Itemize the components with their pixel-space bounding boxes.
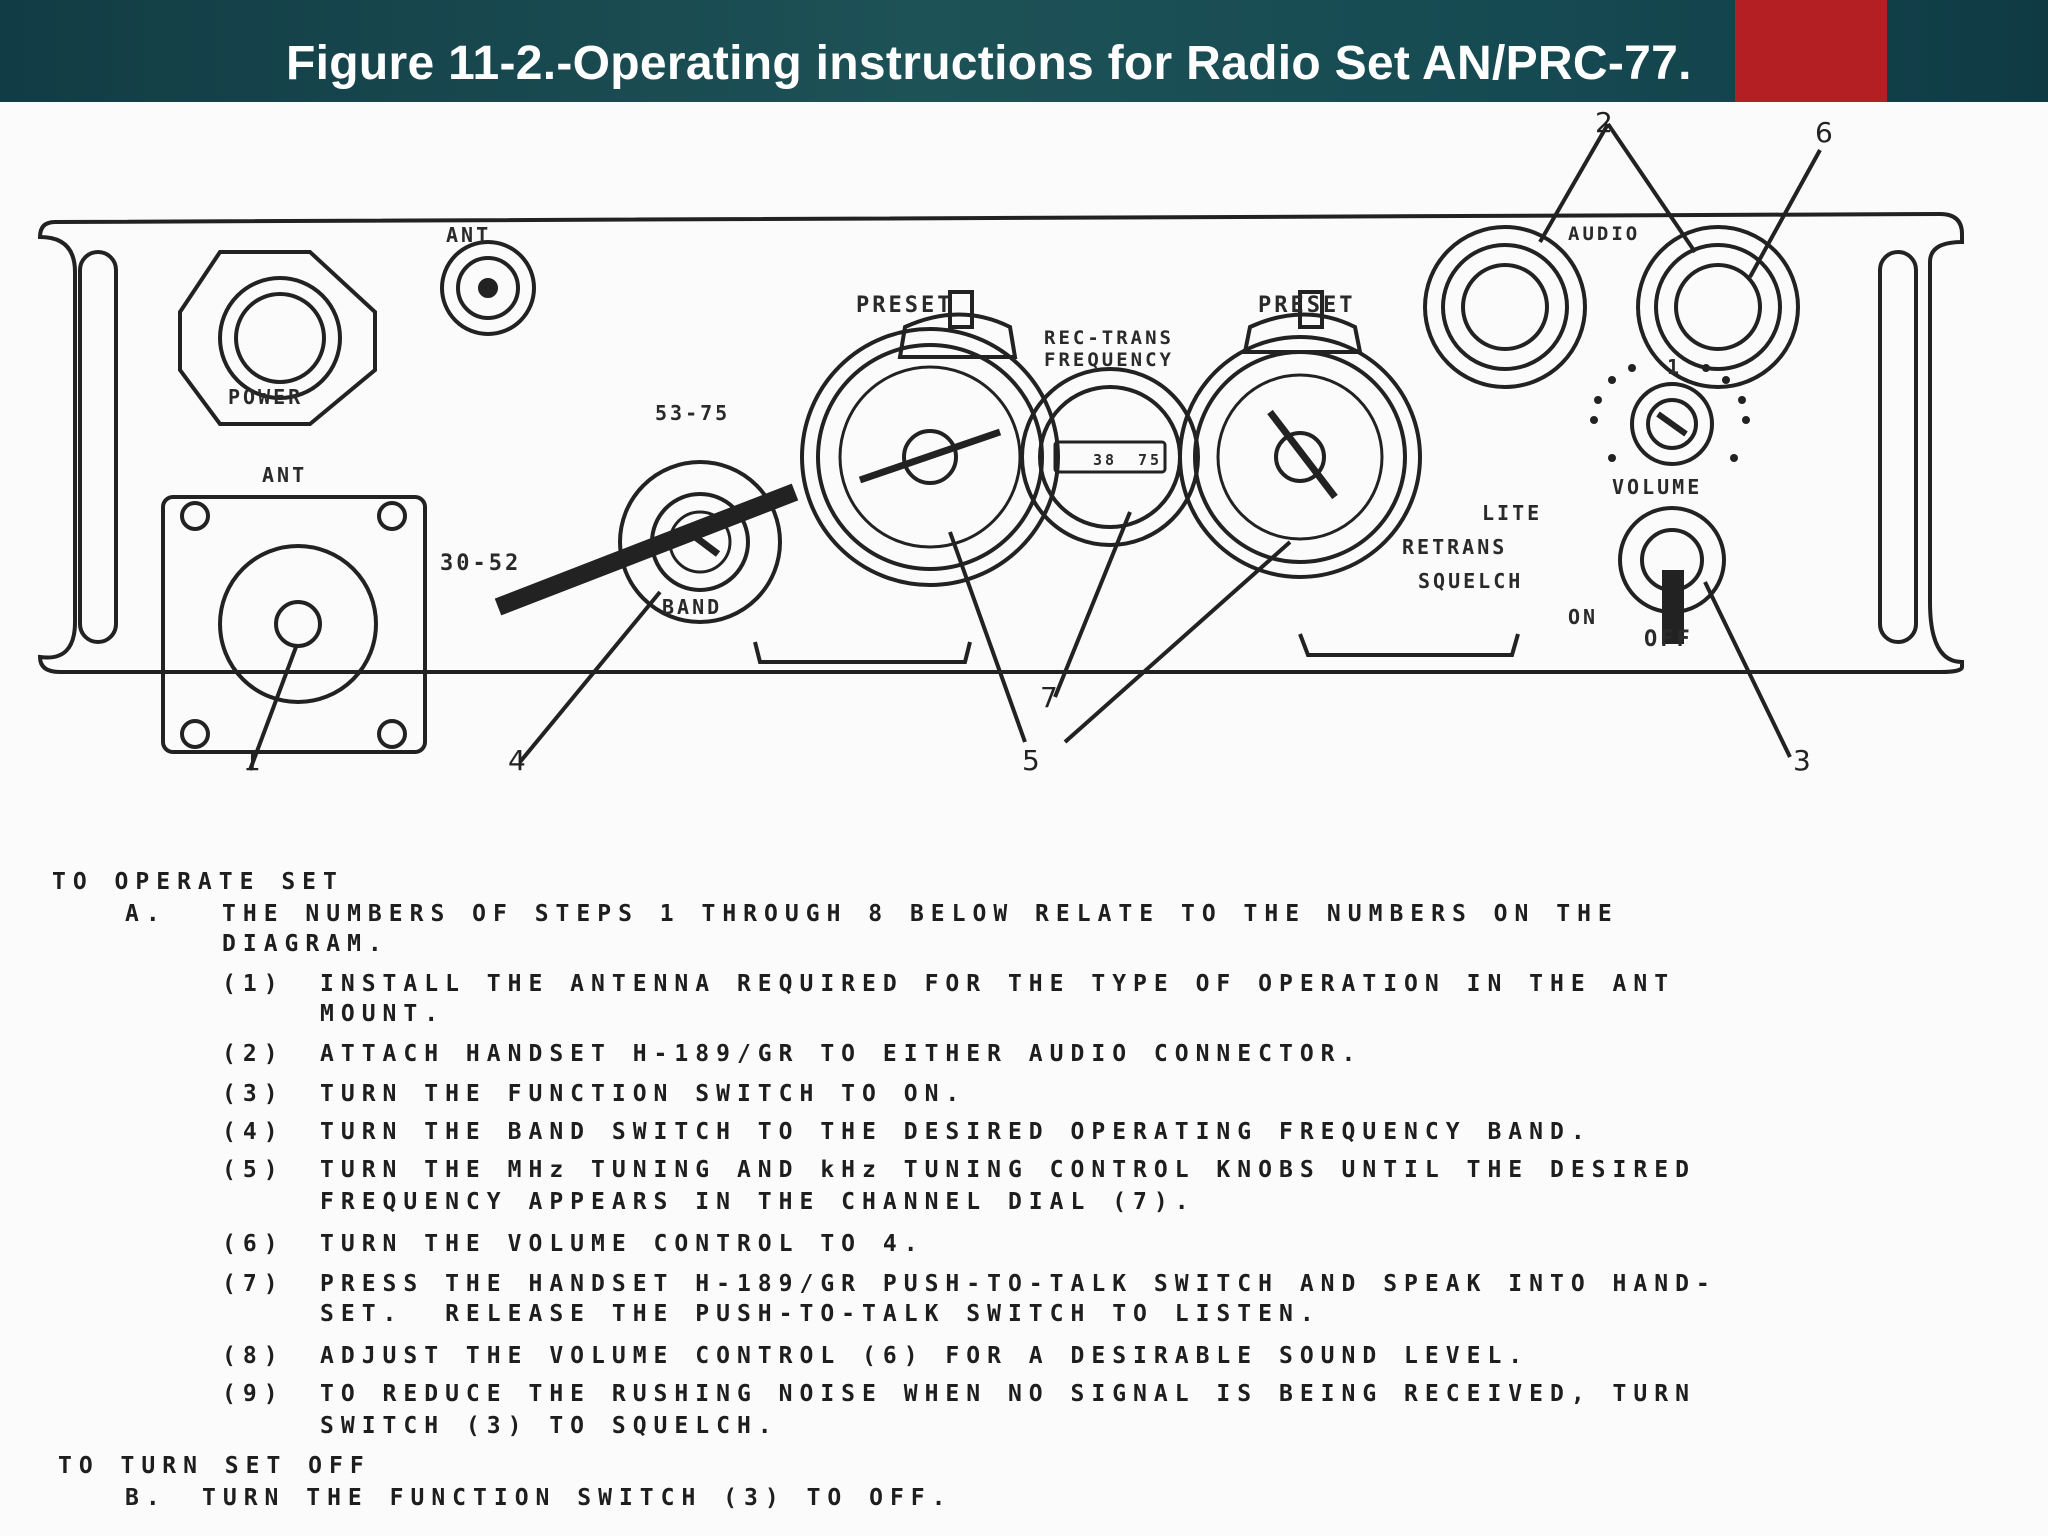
radio-panel-diagram: ANT POWER ANT 53-75 30-52 BAND PRESET PR… bbox=[37, 106, 1964, 777]
volume-control bbox=[1630, 382, 1714, 466]
front-panel-outline bbox=[37, 211, 1964, 674]
power-label: POWER bbox=[228, 385, 303, 409]
step-8-text: ADJUST THE VOLUME CONTROL (6) FOR A DESI… bbox=[320, 1343, 1530, 1369]
callout-6: 6 bbox=[1815, 116, 1833, 149]
callout-5: 5 bbox=[1022, 744, 1040, 777]
step-a-label: A. bbox=[125, 901, 167, 927]
step-3-text: TURN THE FUNCTION SWITCH TO ON. bbox=[320, 1081, 967, 1107]
mhz-tuning-knob bbox=[800, 327, 1060, 587]
left-handle bbox=[78, 250, 118, 644]
step-5-num: (5) bbox=[222, 1157, 285, 1183]
off-label: OFF bbox=[1644, 627, 1693, 652]
lite-label: LITE bbox=[1482, 501, 1542, 525]
battery-latch-right bbox=[1298, 633, 1520, 657]
audio-connector-right bbox=[1636, 225, 1800, 389]
volume-mark: 1 bbox=[1667, 355, 1682, 379]
step-1-text: INSTALL THE ANTENNA REQUIRED FOR THE TYP… bbox=[320, 971, 1676, 997]
right-handle bbox=[1878, 250, 1918, 644]
band-lever bbox=[494, 483, 799, 616]
khz-tuning-knob bbox=[1178, 335, 1422, 579]
page-title: Figure 11-2.-Operating instructions for … bbox=[286, 37, 1692, 90]
step-9-num: (9) bbox=[222, 1381, 285, 1407]
step-4-num: (4) bbox=[222, 1119, 285, 1145]
ant-bnc-connector bbox=[440, 240, 536, 336]
callout-1: 1 bbox=[243, 744, 261, 777]
callout-7: 7 bbox=[1040, 681, 1058, 714]
step-7-text: PRESS THE HANDSET H-189/GR PUSH-TO-TALK … bbox=[320, 1271, 1717, 1297]
power-connector bbox=[178, 250, 377, 426]
step-a-text-cont: DIAGRAM. bbox=[222, 931, 389, 957]
accent-block bbox=[1735, 0, 1887, 102]
frequency-label: FREQUENCY bbox=[1044, 349, 1174, 371]
step-a-text: THE NUMBERS OF STEPS 1 THROUGH 8 BELOW R… bbox=[222, 901, 1619, 927]
step-2-num: (2) bbox=[222, 1041, 285, 1067]
step-1-text-cont: MOUNT. bbox=[320, 1001, 446, 1027]
step-1-num: (1) bbox=[222, 971, 285, 997]
callout-4: 4 bbox=[508, 744, 526, 777]
step-5-text: TURN THE MHz TUNING AND kHz TUNING CONTR… bbox=[320, 1157, 1696, 1183]
heading-turn-off: TO TURN SET OFF bbox=[58, 1453, 371, 1479]
callout-3: 3 bbox=[1793, 744, 1811, 777]
step-6-num: (6) bbox=[222, 1231, 285, 1257]
title-bar: Figure 11-2.-Operating instructions for … bbox=[0, 0, 2048, 102]
step-2-text: ATTACH HANDSET H-189/GR TO EITHER AUDIO … bbox=[320, 1041, 1363, 1067]
step-9-text: TO REDUCE THE RUSHING NOISE WHEN NO SIGN… bbox=[320, 1381, 1696, 1407]
preset-left-knob bbox=[897, 312, 1018, 359]
operating-instructions: TO OPERATE SET A. THE NUMBERS OF STEPS 1… bbox=[0, 860, 2048, 1536]
step-b-text: TURN THE FUNCTION SWITCH (3) TO OFF. bbox=[202, 1485, 953, 1511]
ant-left-label: ANT bbox=[262, 463, 307, 487]
step-7-text-cont: SET. RELEASE THE PUSH-TO-TALK SWITCH TO … bbox=[320, 1301, 1321, 1327]
preset-left-label: PRESET bbox=[856, 293, 953, 318]
band-high-label: 53-75 bbox=[655, 401, 730, 425]
audio-connector-left bbox=[1423, 225, 1587, 389]
band-low-label: 30-52 bbox=[440, 551, 521, 576]
audio-label: AUDIO bbox=[1568, 223, 1640, 245]
rec-trans-label: REC-TRANS bbox=[1044, 327, 1174, 349]
channel-dial bbox=[1020, 367, 1200, 547]
band-label: BAND bbox=[662, 595, 722, 619]
dial-reading-a: 38 bbox=[1093, 451, 1117, 469]
step-4-text: TURN THE BAND SWITCH TO THE DESIRED OPER… bbox=[320, 1119, 1592, 1145]
on-label: ON bbox=[1568, 605, 1598, 629]
volume-label: VOLUME bbox=[1612, 475, 1702, 499]
battery-latch-left bbox=[753, 641, 972, 664]
step-5-text-cont: FREQUENCY APPEARS IN THE CHANNEL DIAL (7… bbox=[320, 1189, 1196, 1215]
band-switch bbox=[618, 460, 782, 624]
step-3-num: (3) bbox=[222, 1081, 285, 1107]
step-6-text: TURN THE VOLUME CONTROL TO 4. bbox=[320, 1231, 925, 1257]
ant-mount bbox=[161, 495, 427, 754]
volume-scale-dots bbox=[1590, 364, 1750, 462]
retrans-label: RETRANS bbox=[1402, 535, 1507, 559]
preset-right-knob bbox=[1242, 312, 1363, 354]
ant-top-label: ANT bbox=[446, 223, 491, 247]
squelch-label: SQUELCH bbox=[1418, 569, 1523, 593]
step-b-label: B. bbox=[125, 1485, 167, 1511]
dial-reading-b: 75 bbox=[1138, 451, 1162, 469]
step-9-text-cont: SWITCH (3) TO SQUELCH. bbox=[320, 1413, 779, 1439]
preset-right-label: PRESET bbox=[1258, 293, 1355, 318]
heading-operate: TO OPERATE SET bbox=[52, 869, 344, 895]
step-7-num: (7) bbox=[222, 1271, 285, 1297]
step-8-num: (8) bbox=[222, 1343, 285, 1369]
callout-2: 2 bbox=[1595, 106, 1613, 139]
